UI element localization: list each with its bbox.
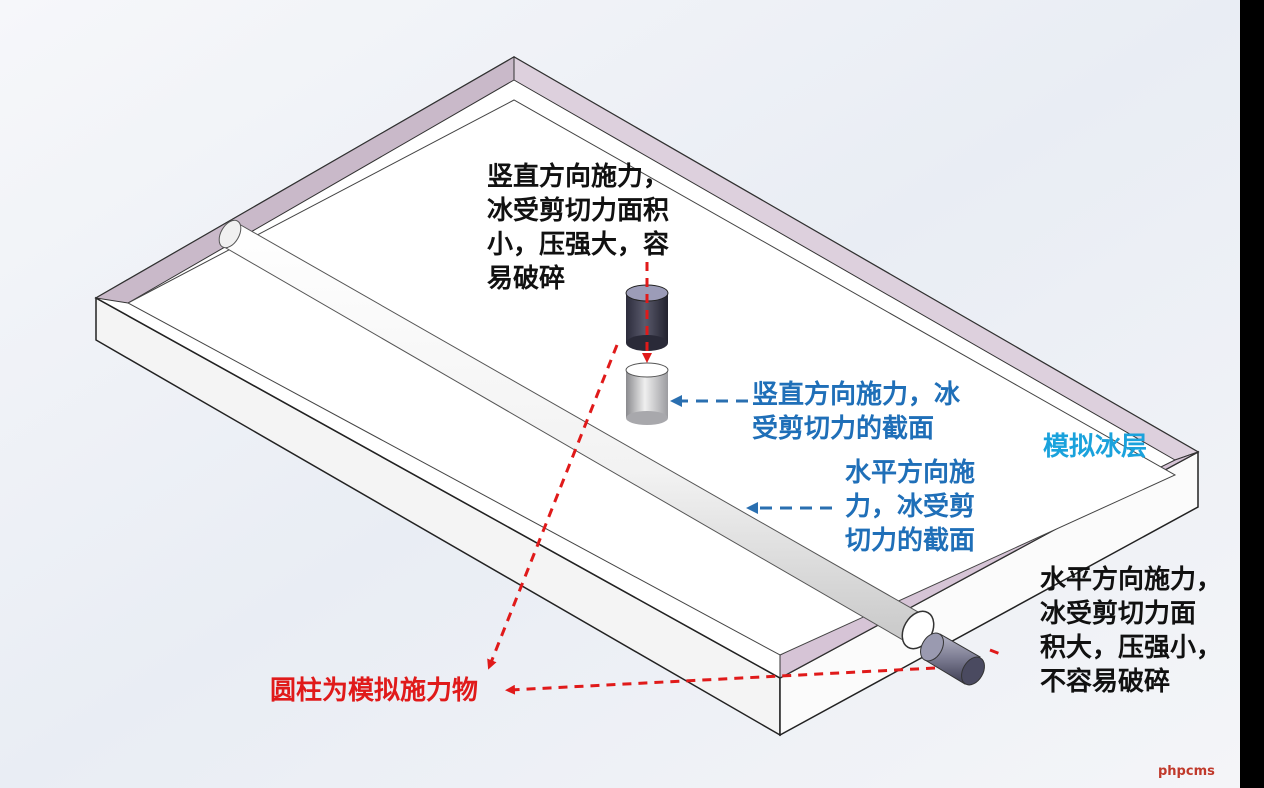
- red-arrow-from-horizontal-cylinder: [505, 666, 936, 695]
- right-black-border: [1240, 0, 1264, 788]
- watermark: phpcms: [1158, 764, 1215, 779]
- red-arrow-horizontal-force: [989, 648, 1004, 657]
- vertical-section-cylinder: [625, 362, 669, 425]
- vertical-force-note: 竖直方向施力， 冰受剪切力面积 小，压强大，容 易破碎: [487, 162, 670, 294]
- rod-end: [218, 219, 242, 249]
- cylinder-note-label: 圆柱为模拟施力物: [270, 676, 479, 706]
- horizontal-force-note: 水平方向施力， 冰受剪切力面 积大，压强小， 不容易破碎: [1040, 565, 1223, 697]
- horizontal-pusher-cylinder: [920, 632, 985, 686]
- vertical-section-label: 竖直方向施力，冰 受剪切力的截面: [752, 380, 961, 444]
- ice-layer-label: 模拟冰层: [1043, 432, 1148, 462]
- horizontal-section-label: 水平方向施 力，冰受剪 切力的截面: [845, 458, 976, 556]
